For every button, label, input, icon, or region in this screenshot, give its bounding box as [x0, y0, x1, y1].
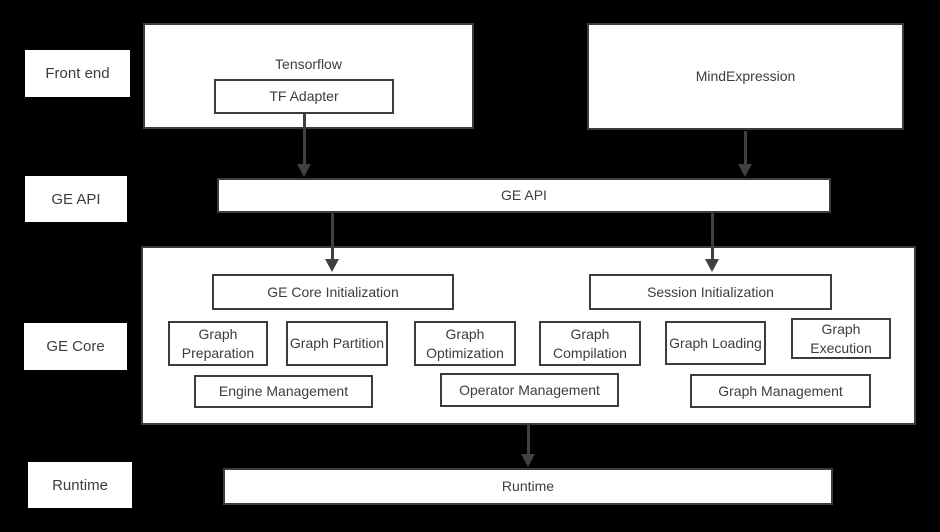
node-graph-partition-label: Graph Partition — [289, 335, 385, 352]
side-label-ge-core: GE Core — [24, 323, 127, 370]
node-graph-compilation-label: Graph Compilation — [553, 326, 627, 361]
node-graph-preparation: Graph Preparation — [168, 321, 268, 366]
arrow-stem — [330, 213, 334, 260]
side-label-ge-api: GE API — [25, 176, 127, 222]
arrow-head-icon — [297, 164, 311, 177]
node-graph-optimization: Graph Optimization — [414, 321, 516, 366]
arrow-head-icon — [521, 454, 535, 467]
node-graph-execution: Graph Execution — [791, 318, 891, 359]
arrow-head-icon — [705, 259, 719, 272]
arrow-stem — [302, 114, 306, 165]
node-ge-api: GE API — [217, 178, 831, 213]
node-graph-management: Graph Management — [690, 374, 871, 408]
node-session-initialization: Session Initialization — [589, 274, 832, 310]
arrow-stem — [710, 213, 714, 260]
arrow-ge-api-to-ge-core-initialization — [325, 213, 339, 272]
node-graph-loading: Graph Loading — [665, 321, 766, 365]
node-ge-core-initialization: GE Core Initialization — [212, 274, 454, 310]
node-ge-core-initialization-label: GE Core Initialization — [267, 283, 399, 300]
node-graph-preparation-label: Graph Preparation — [181, 326, 255, 361]
node-graph-compilation: Graph Compilation — [539, 321, 641, 366]
node-session-initialization-label: Session Initialization — [647, 283, 774, 300]
node-mindexpression: MindExpression — [587, 23, 904, 130]
node-graph-execution-label: Graph Execution — [810, 321, 872, 356]
node-engine-management: Engine Management — [194, 375, 373, 408]
node-engine-management-label: Engine Management — [218, 383, 349, 400]
side-label-front-end: Front end — [25, 50, 130, 97]
node-graph-loading-label: Graph Loading — [669, 334, 762, 351]
node-tensorflow-label: Tensorflow — [275, 56, 342, 72]
side-label-runtime: Runtime — [28, 462, 132, 508]
node-runtime: Runtime — [223, 468, 833, 505]
arrow-ge-api-to-session-initialization — [705, 213, 719, 272]
arrow-stem — [526, 425, 530, 455]
node-ge-api-label: GE API — [501, 187, 547, 204]
node-graph-optimization-label: Graph Optimization — [426, 326, 504, 361]
node-operator-management-label: Operator Management — [459, 381, 600, 398]
node-graph-partition: Graph Partition — [286, 321, 388, 366]
arrow-stem — [743, 131, 747, 165]
arrow-mindexpression-to-ge-api — [738, 131, 752, 177]
arrow-ge-core-to-runtime — [521, 425, 535, 467]
node-tf-adapter-label: TF Adapter — [269, 88, 339, 105]
arrow-head-icon — [325, 259, 339, 272]
arrow-head-icon — [738, 164, 752, 177]
node-tf-adapter: TF Adapter — [214, 79, 394, 114]
node-operator-management: Operator Management — [440, 373, 619, 407]
node-graph-management-label: Graph Management — [718, 382, 843, 399]
arrow-tf-adapter-to-ge-api — [297, 114, 311, 177]
node-runtime-label: Runtime — [501, 478, 555, 495]
node-mindexpression-label: MindExpression — [695, 68, 796, 85]
